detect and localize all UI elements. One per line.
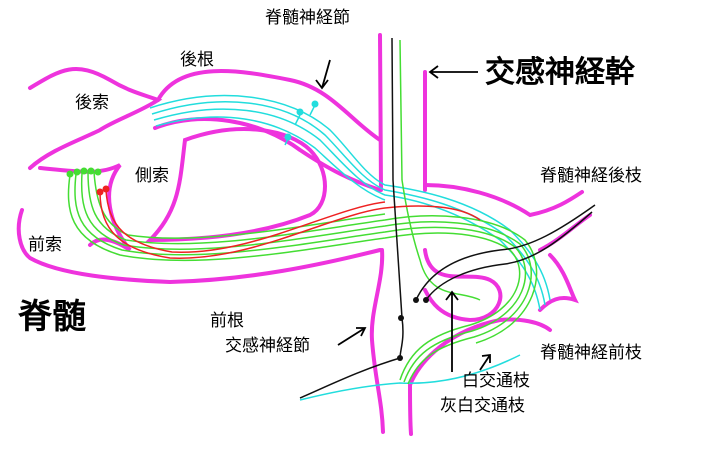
label-spinal-ganglion: 脊髄神経節 (265, 8, 350, 28)
arrow-sympathetic-ganglion (337, 327, 367, 346)
arrow-spinal-ganglion (315, 59, 331, 90)
motor-neurons (66, 167, 102, 178)
label-sympathetic-ganglion: 交感神経節 (225, 336, 310, 356)
label-gray-ramus: 灰白交通枝 (440, 396, 525, 416)
label-ventral-ramus: 脊髄神経前枝 (540, 343, 642, 363)
postganglionic-fibers (299, 37, 596, 399)
motor-fibers (67, 39, 538, 385)
gray-matter-outline (145, 127, 327, 243)
label-dorsal-root: 後根 (180, 50, 214, 70)
cord-outline-top (28, 66, 163, 170)
ventral-ramus-outline-right (538, 253, 579, 312)
autonomic-neurons (96, 185, 110, 196)
label-lateral-funiculus: 側索 (135, 166, 169, 186)
trunk-left-upper (378, 33, 383, 192)
arrow-sympathetic-trunk (428, 65, 478, 79)
ganglion-neurons (397, 297, 429, 361)
ventral-funiculus-outline (16, 208, 382, 285)
label-spinal-cord: 脊髄 (18, 297, 86, 337)
label-white-ramus: 白交通枝 (462, 371, 530, 391)
trunk-left-lower (369, 248, 385, 434)
dorsal-ramus-outline-top (423, 183, 584, 218)
trunk-right-lower (408, 383, 413, 436)
label-ventral-funiculus: 前索 (28, 235, 62, 255)
ganglion-cells (284, 100, 319, 141)
ganglion-loop-outline (423, 248, 503, 323)
label-sympathetic-trunk: 交感神経幹 (485, 55, 635, 90)
outlines (16, 33, 592, 436)
label-ventral-root: 前根 (210, 311, 244, 331)
dorsal-root-outline-inner (153, 117, 382, 192)
arrow-white-ramus (445, 290, 459, 372)
autonomic-fibers (99, 189, 481, 259)
arrow-gray-ramus (479, 353, 491, 371)
label-dorsal-ramus: 脊髄神経後枝 (540, 166, 642, 186)
pointer-arrows (315, 59, 491, 372)
dorsal-root-outline-top (156, 69, 382, 142)
label-dorsal-funiculus: 後索 (75, 93, 109, 113)
